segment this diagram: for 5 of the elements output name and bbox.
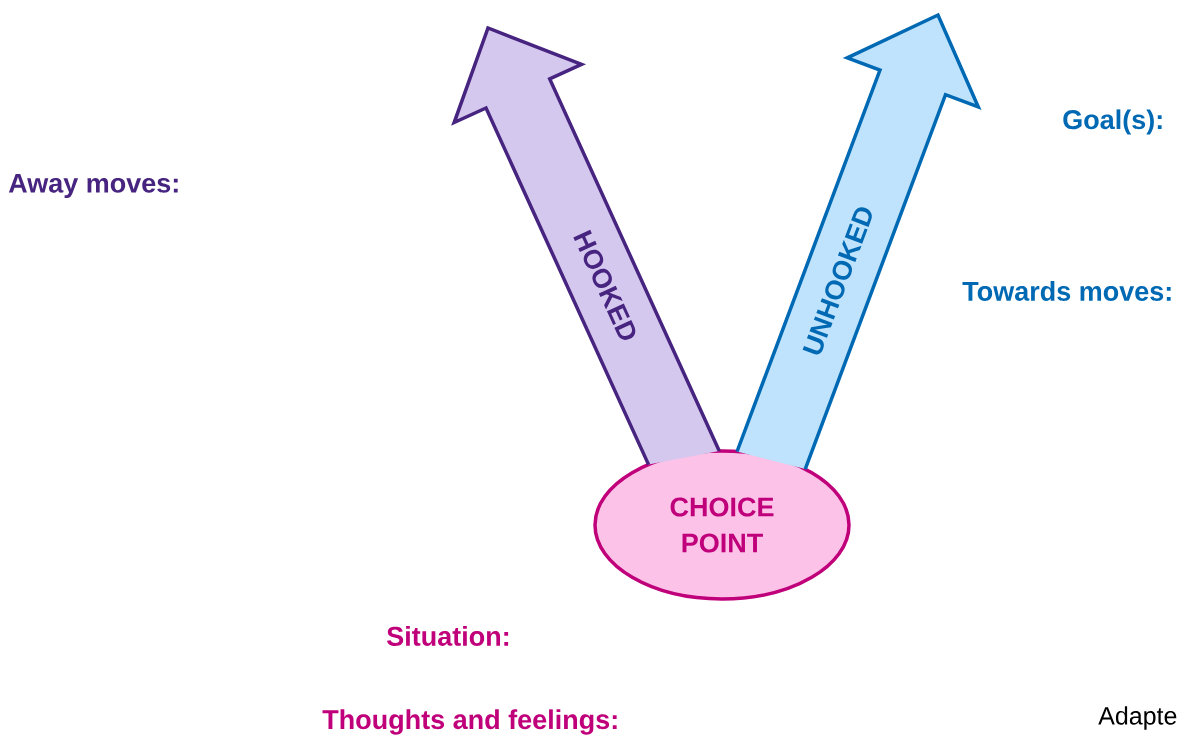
field-label: Adapte (1098, 706, 1177, 730)
field-label: Away moves: (8, 173, 178, 199)
field-label: Thoughts and feelings: (322, 709, 617, 735)
field-label: Situation: (387, 626, 509, 646)
field-label: Goal(s): (1063, 109, 1162, 135)
